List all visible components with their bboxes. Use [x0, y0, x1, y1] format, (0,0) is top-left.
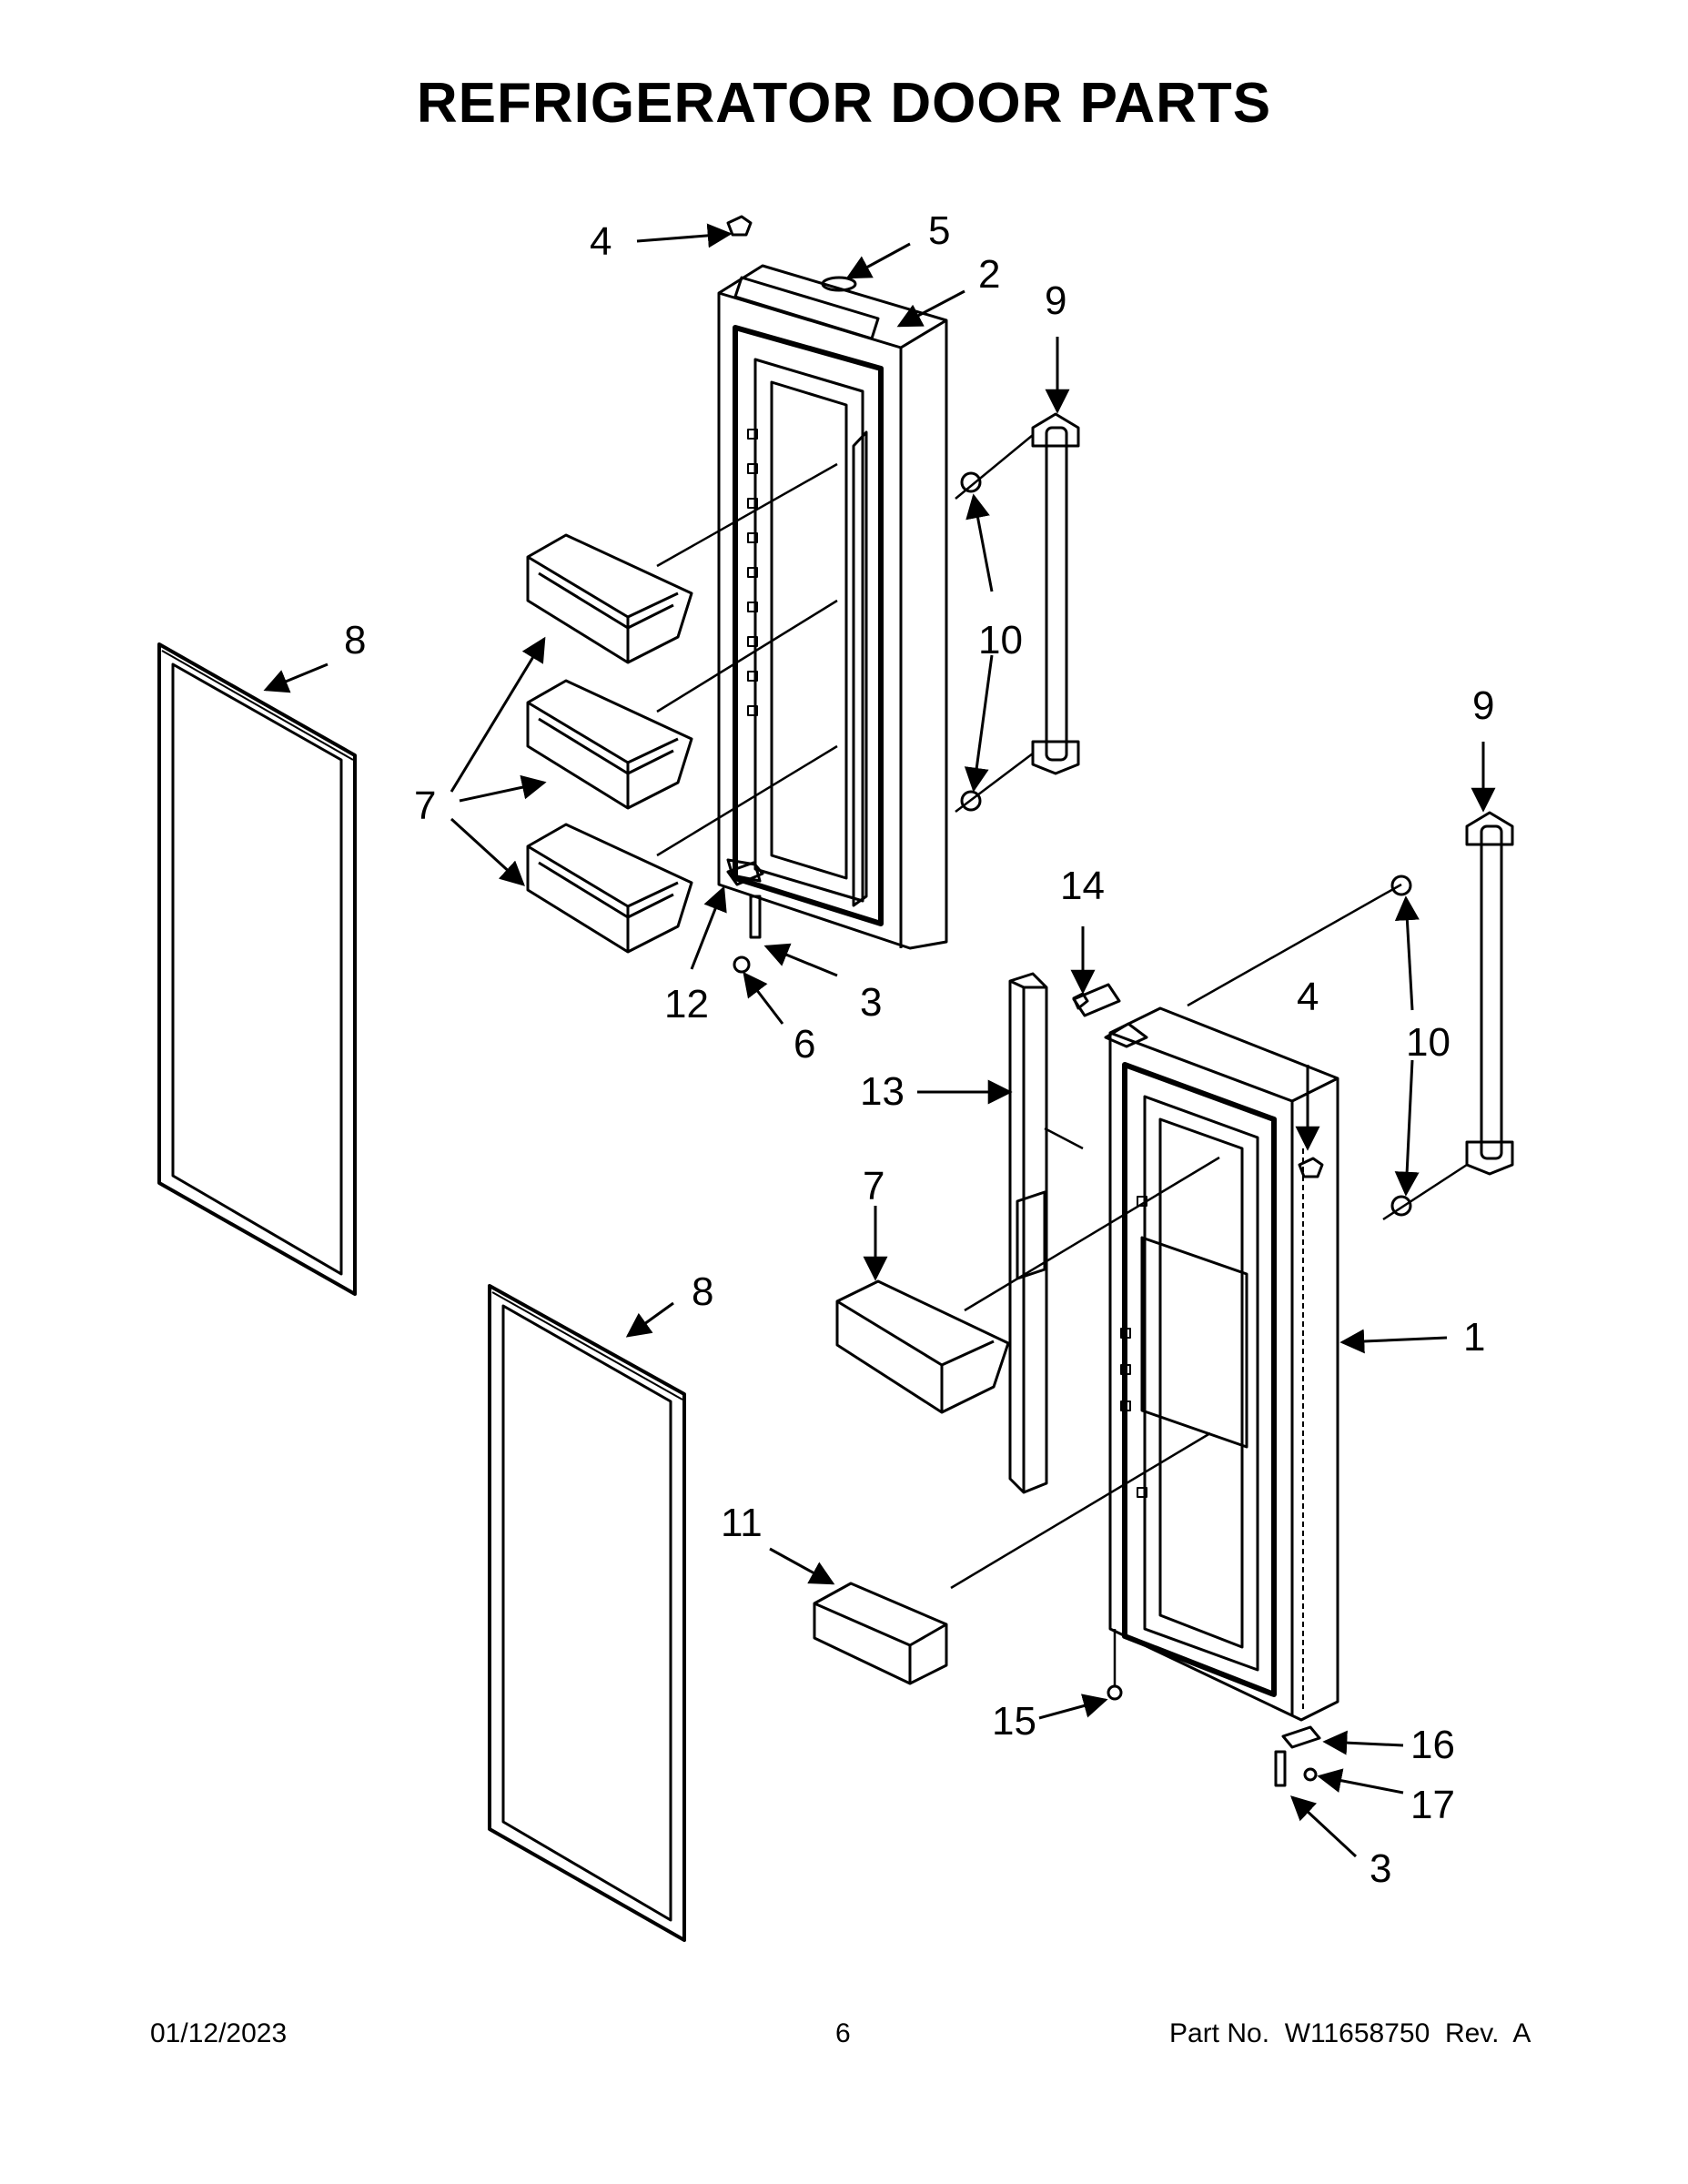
footer-part-number: Part No. W11658750 Rev. A — [1169, 2018, 1531, 2048]
callout-11: 11 — [721, 1501, 763, 1545]
callout-1: 1 — [1463, 1315, 1485, 1360]
callout-3-lower: 3 — [1370, 1846, 1391, 1891]
callout-17: 17 — [1410, 1783, 1455, 1827]
callout-14: 14 — [1060, 864, 1105, 908]
footer-page-number: 6 — [835, 2018, 851, 2048]
door-mullion — [1008, 972, 1048, 1494]
door-gasket-upper — [157, 642, 357, 1296]
callout-arrows — [263, 223, 1496, 1858]
callout-8-lower: 8 — [692, 1269, 713, 1314]
callout-12: 12 — [664, 982, 709, 1026]
leader-lines — [656, 434, 1468, 1686]
callout-16: 16 — [1410, 1723, 1455, 1767]
callout-8-upper: 8 — [344, 618, 366, 662]
footer-date: 01/12/2023 — [150, 2018, 288, 2048]
callout-10-lower: 10 — [1406, 1020, 1450, 1065]
upper-door-handle — [1031, 412, 1080, 775]
upper-door-assembly — [717, 264, 948, 950]
door-gasket-lower — [488, 1284, 686, 1942]
callout-10-upper: 10 — [978, 618, 1023, 662]
lower-door-bin — [835, 1279, 1010, 1414]
upper-door-bins — [526, 533, 693, 954]
dairy-bin — [813, 1582, 948, 1685]
callout-3-upper: 3 — [860, 980, 882, 1025]
callout-7-lower: 7 — [863, 1164, 884, 1208]
callout-15: 15 — [992, 1699, 1036, 1744]
callout-2: 2 — [978, 252, 1000, 297]
callout-labels: 1 2 3 3 4 4 5 6 7 7 8 8 9 9 10 10 11 12 … — [344, 208, 1494, 1891]
callout-7-upper: 7 — [414, 784, 436, 828]
callout-4-lower: 4 — [1297, 975, 1319, 1019]
callout-4-upper: 4 — [590, 219, 612, 264]
callout-5: 5 — [928, 208, 950, 253]
lower-door-assembly — [1072, 983, 1339, 1722]
lower-door-handle — [1465, 811, 1514, 1176]
callout-6: 6 — [793, 1022, 815, 1067]
callout-9-lower: 9 — [1472, 683, 1494, 728]
page-title: REFRIGERATOR DOOR PARTS — [416, 72, 1272, 135]
callout-9-upper: 9 — [1045, 278, 1066, 323]
callout-13: 13 — [860, 1069, 905, 1114]
